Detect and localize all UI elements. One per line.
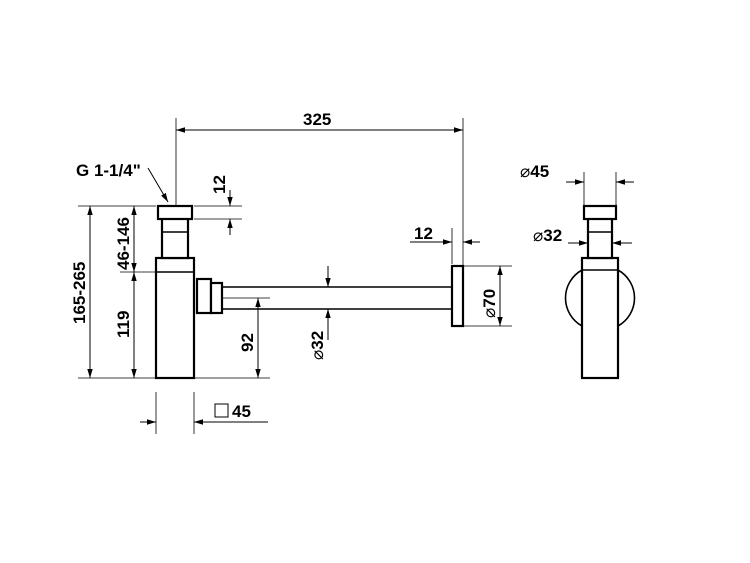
dim-top-cap: 12 — [194, 175, 242, 235]
dim-side-tube: ⌀32 — [533, 226, 632, 246]
side-body — [580, 256, 620, 380]
thread-size-label: G 1-1/4" — [76, 161, 141, 180]
dim-pipe-height-label: 92 — [238, 333, 257, 352]
wall-flange — [450, 264, 465, 328]
dim-flange-diameter: ⌀70 — [463, 265, 512, 327]
diameter-symbol: ⌀ — [533, 226, 543, 245]
diameter-symbol: ⌀ — [520, 162, 530, 181]
diameter-symbol: ⌀ — [480, 308, 499, 318]
top-cap — [156, 204, 194, 221]
dim-pipe-height: 92 — [194, 297, 270, 379]
dim-body-height: 119 — [114, 272, 137, 378]
dim-side-cap: ⌀45 — [520, 162, 634, 205]
side-view: ⌀45 ⌀32 — [520, 162, 636, 380]
dim-upper-range: 46-146 — [114, 206, 156, 273]
dim-flange-thickness: 12 — [410, 224, 480, 264]
bottle-body — [154, 256, 196, 380]
dim-body-height-label: 119 — [114, 311, 133, 338]
dim-thread: G 1-1/4" — [76, 161, 169, 203]
dim-flange-diameter-label: ⌀70 — [480, 289, 499, 318]
side-tube — [586, 216, 614, 260]
upper-tube — [160, 216, 190, 260]
dim-outlet-height-label: 165-265 — [70, 262, 89, 324]
front-view: 325 G 1-1/4" 12 12 165-265 — [70, 110, 512, 434]
diameter-symbol: ⌀ — [308, 350, 327, 360]
dim-side-cap-label: ⌀45 — [520, 162, 549, 181]
side-cap — [582, 204, 618, 221]
dim-side-tube-value: 32 — [543, 226, 562, 245]
side-flange-disc-right — [617, 269, 636, 327]
dim-pipe-diameter: ⌀32 — [308, 266, 331, 360]
square-symbol — [214, 403, 229, 418]
dim-overall-length: 325 — [175, 110, 464, 265]
dim-outlet-height: 165-265 — [70, 205, 156, 379]
pipe-nut — [195, 277, 224, 315]
dim-top-cap-label: 12 — [210, 175, 229, 194]
dim-overall-length-label: 325 — [303, 110, 331, 129]
dim-body-square: 45 — [140, 392, 268, 434]
dim-body-square-label: 45 — [232, 402, 251, 421]
dim-upper-range-label: 46-146 — [114, 217, 133, 270]
dim-pipe-diameter-label: ⌀32 — [308, 331, 327, 360]
dim-side-cap-value: 45 — [530, 162, 549, 181]
side-flange-disc — [564, 269, 583, 327]
dim-side-tube-label: ⌀32 — [533, 226, 562, 245]
dim-flange-thickness-label: 12 — [414, 224, 433, 243]
dim-flange-diameter-value: 70 — [480, 289, 499, 308]
dim-pipe-diameter-value: 32 — [308, 331, 327, 350]
